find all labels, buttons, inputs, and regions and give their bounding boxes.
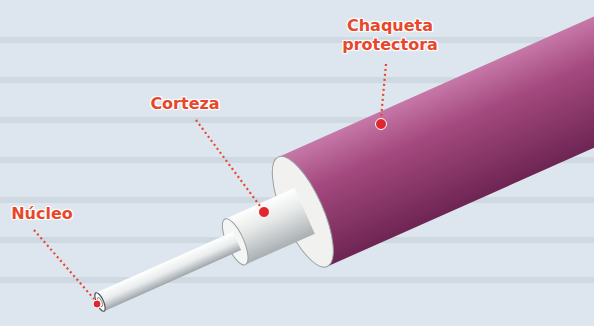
part-label: Corteza xyxy=(130,94,240,113)
core xyxy=(93,232,241,313)
part-label: Núcleo xyxy=(2,204,82,223)
cladding xyxy=(217,188,315,268)
callout-dots xyxy=(93,119,387,309)
leader-lines xyxy=(34,64,386,299)
part-label: Chaqueta protectora xyxy=(330,16,450,54)
